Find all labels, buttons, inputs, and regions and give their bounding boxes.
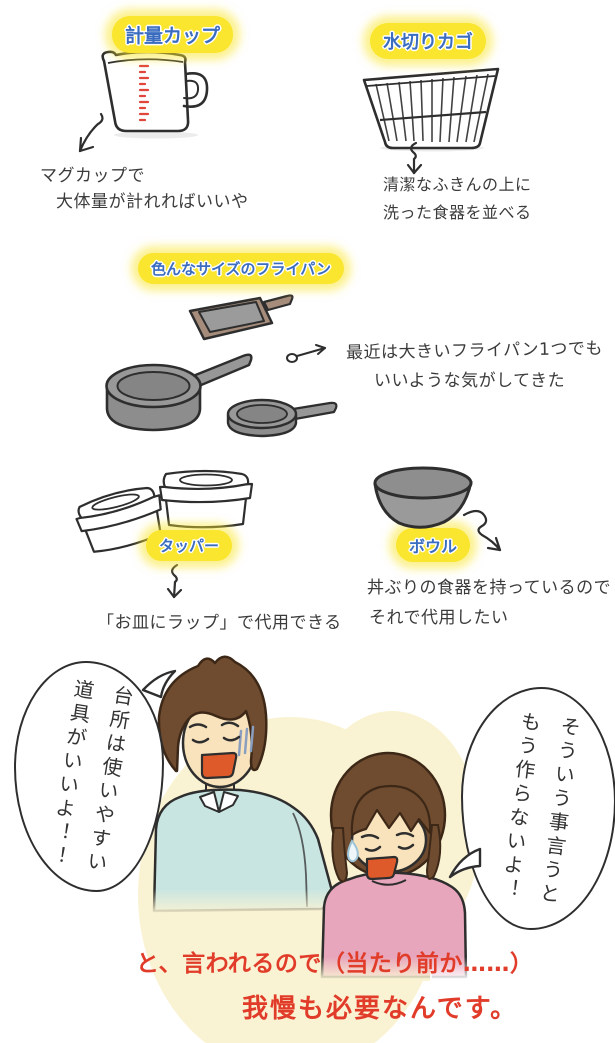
frying-pans-illustration — [105, 294, 338, 438]
wife-figure — [316, 751, 474, 981]
tupperware-illustration — [75, 469, 254, 553]
wife-sweater — [320, 871, 468, 979]
wife-hair-lock-left — [331, 827, 349, 883]
label-bowl: ボウル — [396, 528, 471, 562]
large-pan — [105, 353, 253, 432]
container-left — [75, 486, 162, 553]
label-measuring-cup: 計量カップ — [112, 16, 234, 53]
husband-figure — [148, 655, 335, 915]
drain-basket-illustration — [362, 67, 500, 152]
bowl-caption-line1: 丼ぶりの食器を持っているので — [367, 578, 612, 598]
basket-slats — [375, 73, 489, 143]
footer-comment-line2: 我慢も必要なんです。 — [242, 994, 519, 1024]
bowl-caption-line2: それで代用したい — [369, 608, 509, 628]
wife-bubble-tail — [448, 847, 482, 879]
husband-hair — [157, 655, 268, 773]
wife-speech-text: そういう事言うと もう作らないよ！ — [495, 709, 582, 908]
arrow-to-cup-caption — [78, 112, 104, 153]
label-tupperware: タッパー — [146, 530, 233, 561]
gloom-lines — [237, 725, 255, 757]
arrow-to-bowl-caption — [462, 509, 502, 552]
arrow-to-tupperware-caption — [166, 563, 183, 599]
tupperware-caption: 「お皿にラップ」で代用できる — [97, 613, 342, 633]
bowl-illustration — [373, 466, 473, 529]
measuring-cup-illustration — [101, 50, 209, 139]
arrow-to-basket-caption — [406, 141, 423, 175]
small-pan — [226, 398, 338, 438]
rect-pan — [188, 294, 294, 341]
frying-pans-caption-line2: いいような気がしてきた — [374, 371, 566, 391]
wife-bangs — [350, 785, 432, 837]
footer-comment-line1: と、言われるので（当たり前か……） — [136, 951, 534, 977]
husband-mouth — [200, 751, 238, 780]
measuring-cup-caption-line1: マグカップで — [40, 166, 145, 186]
husband-eyes — [188, 721, 241, 744]
measuring-cup-caption-line2: 大体量が計れればいいや — [56, 192, 249, 212]
frying-pans-caption-line1: 最近は大きいフライパン1つでも — [345, 338, 604, 364]
husband-speech-text: 台所は使いやすい 道具がいいよ！！ — [42, 676, 136, 877]
husband-bubble-tail — [141, 669, 177, 699]
drain-basket-caption-line2: 洗った食器を並べる — [383, 203, 532, 222]
label-frying-pans: 色んなサイズのフライパン — [138, 253, 345, 284]
container-right — [158, 469, 254, 529]
wife-mouth — [365, 855, 399, 881]
couple-scene-illustration — [138, 655, 480, 1043]
arrow-to-pans-caption — [286, 344, 326, 363]
wife-speech-bubble: そういう事言うと もう作らないよ！ — [461, 687, 615, 930]
measure-marks — [138, 64, 150, 122]
label-drain-basket: 水切りカゴ — [370, 23, 486, 59]
wife-hair-lock-right — [425, 824, 442, 880]
drain-basket-caption-line1: 清潔なふきんの上に — [383, 175, 532, 194]
sweat-drop — [347, 839, 359, 863]
husband-speech-bubble: 台所は使いやすい 道具がいいよ！！ — [14, 661, 164, 892]
wife-eyes — [360, 832, 415, 852]
